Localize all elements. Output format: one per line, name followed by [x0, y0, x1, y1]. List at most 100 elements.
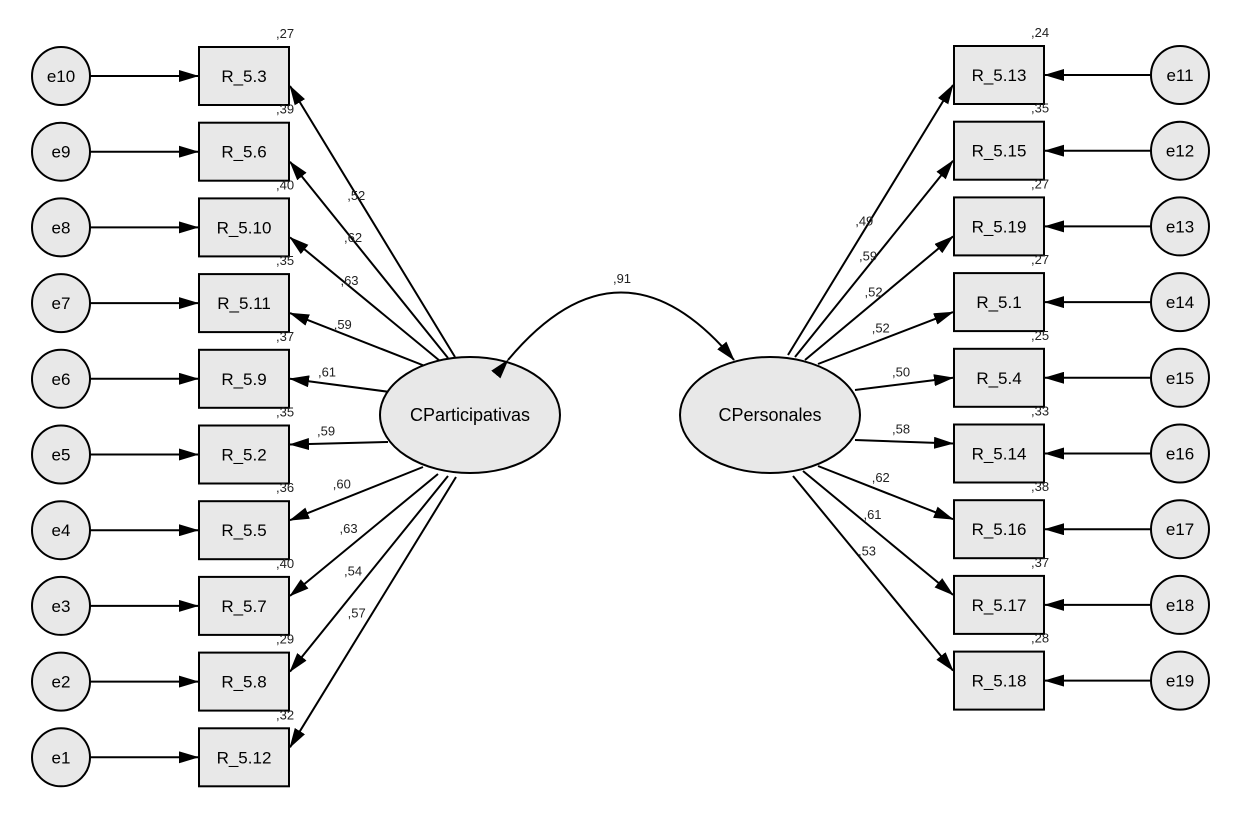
error-term-e7[interactable]: e7: [31, 273, 91, 334]
error-circle: [31, 348, 91, 409]
indicator-box: [953, 196, 1045, 257]
error-term-e11[interactable]: e11: [1150, 45, 1210, 105]
error-circle: [31, 273, 91, 334]
indicator-R_5.19[interactable]: R_5.19: [953, 196, 1045, 257]
indicator-label: R_5.8: [221, 673, 266, 692]
r-squared-label: ,39: [276, 102, 294, 117]
indicator-box: [198, 500, 290, 561]
error-label: e6: [52, 370, 71, 389]
indicator-R_5.17[interactable]: R_5.17: [953, 574, 1045, 635]
loading-label: ,50: [892, 365, 910, 380]
error-label: e4: [52, 521, 71, 540]
indicator-R_5.13[interactable]: R_5.13: [953, 45, 1045, 105]
r-squared-label: ,25: [1031, 328, 1049, 343]
error-circle: [1150, 272, 1210, 333]
r-squared-label: ,32: [276, 707, 294, 722]
error-label: e14: [1166, 293, 1194, 312]
indicator-box: [953, 574, 1045, 635]
error-label: e9: [52, 143, 71, 162]
error-term-e19[interactable]: e19: [1150, 650, 1210, 711]
latent-ellipse: [379, 356, 561, 474]
indicator-box: [953, 347, 1045, 408]
loading-arrow: [289, 475, 449, 673]
error-circle: [1150, 650, 1210, 711]
indicator-R_5.14[interactable]: R_5.14: [953, 423, 1045, 484]
loading-arrow: [792, 475, 954, 672]
error-label: e16: [1166, 445, 1194, 464]
indicator-R_5.7[interactable]: R_5.7: [198, 575, 290, 636]
r-squared-label: ,27: [276, 26, 294, 41]
indicator-box: [953, 423, 1045, 484]
indicator-box: [198, 121, 290, 182]
latent-cpersonales[interactable]: CPersonales: [679, 356, 861, 474]
indicator-R_5.1[interactable]: R_5.1: [953, 272, 1045, 333]
indicator-R_5.3[interactable]: R_5.3: [198, 46, 290, 106]
error-term-e3[interactable]: e3: [31, 575, 91, 636]
indicator-R_5.18[interactable]: R_5.18: [953, 650, 1045, 711]
indicator-label: R_5.10: [217, 218, 272, 237]
loading-arrow: [289, 85, 456, 358]
indicator-R_5.9[interactable]: R_5.9: [198, 348, 290, 409]
error-term-e8[interactable]: e8: [31, 197, 91, 258]
error-term-e4[interactable]: e4: [31, 500, 91, 561]
indicator-box: [198, 46, 290, 106]
indicator-R_5.15[interactable]: R_5.15: [953, 120, 1045, 181]
r-squared-label: ,38: [1031, 479, 1049, 494]
indicator-label: R_5.13: [972, 66, 1027, 85]
indicator-box: [198, 348, 290, 409]
error-term-e12[interactable]: e12: [1150, 120, 1210, 181]
indicator-box: [198, 424, 290, 485]
error-term-e5[interactable]: e5: [31, 424, 91, 485]
error-term-e16[interactable]: e16: [1150, 423, 1210, 484]
latent-correlation-label: ,91: [613, 271, 631, 286]
error-term-e13[interactable]: e13: [1150, 196, 1210, 257]
indicator-R_5.4[interactable]: R_5.4: [953, 347, 1045, 408]
error-circle: [1150, 423, 1210, 484]
error-term-e2[interactable]: e2: [31, 651, 91, 712]
loading-arrow: [289, 312, 426, 367]
indicator-R_5.6[interactable]: R_5.6: [198, 121, 290, 182]
indicator-label: R_5.6: [221, 143, 266, 162]
indicator-R_5.5[interactable]: R_5.5: [198, 500, 290, 561]
error-term-e18[interactable]: e18: [1150, 574, 1210, 635]
error-term-e10[interactable]: e10: [31, 46, 91, 106]
r-squared-label: ,27: [1031, 252, 1049, 267]
indicator-label: R_5.17: [972, 596, 1027, 615]
error-circle: [31, 651, 91, 712]
loading-label: ,60: [333, 476, 351, 491]
error-term-e6[interactable]: e6: [31, 348, 91, 409]
loading-label: ,61: [863, 507, 881, 522]
error-term-e1[interactable]: e1: [31, 727, 91, 788]
error-label: e15: [1166, 369, 1194, 388]
indicator-R_5.10[interactable]: R_5.10: [198, 197, 290, 258]
r-squared-label: ,24: [1031, 25, 1049, 40]
loading-label: ,63: [340, 273, 358, 288]
indicator-box: [953, 120, 1045, 181]
error-label: e19: [1166, 672, 1194, 691]
error-label: e3: [52, 597, 71, 616]
error-label: e8: [52, 218, 71, 237]
indicator-box: [953, 45, 1045, 105]
latent-cparticipativas[interactable]: CParticipativas: [379, 356, 561, 474]
error-term-e15[interactable]: e15: [1150, 347, 1210, 408]
loading-label: ,53: [858, 544, 876, 559]
loading-arrow: [804, 235, 954, 361]
indicator-label: R_5.1: [976, 293, 1021, 312]
error-label: e13: [1166, 217, 1194, 236]
error-label: e5: [52, 446, 71, 465]
loading-arrow: [787, 84, 954, 356]
r-squared-label: ,40: [276, 556, 294, 571]
indicator-R_5.11[interactable]: R_5.11: [198, 273, 290, 334]
indicator-R_5.8[interactable]: R_5.8: [198, 651, 290, 712]
error-term-e14[interactable]: e14: [1150, 272, 1210, 333]
latent-covariance-arrow: [491, 291, 735, 379]
error-circle: [1150, 196, 1210, 257]
error-term-e9[interactable]: e9: [31, 121, 91, 182]
error-term-e17[interactable]: e17: [1150, 499, 1210, 560]
loading-label: ,59: [334, 317, 352, 332]
latent-cparticipativas-label: CParticipativas: [410, 405, 530, 425]
indicator-R_5.16[interactable]: R_5.16: [953, 499, 1045, 560]
indicator-R_5.12[interactable]: R_5.12: [198, 727, 290, 788]
indicator-R_5.2[interactable]: R_5.2: [198, 424, 290, 485]
